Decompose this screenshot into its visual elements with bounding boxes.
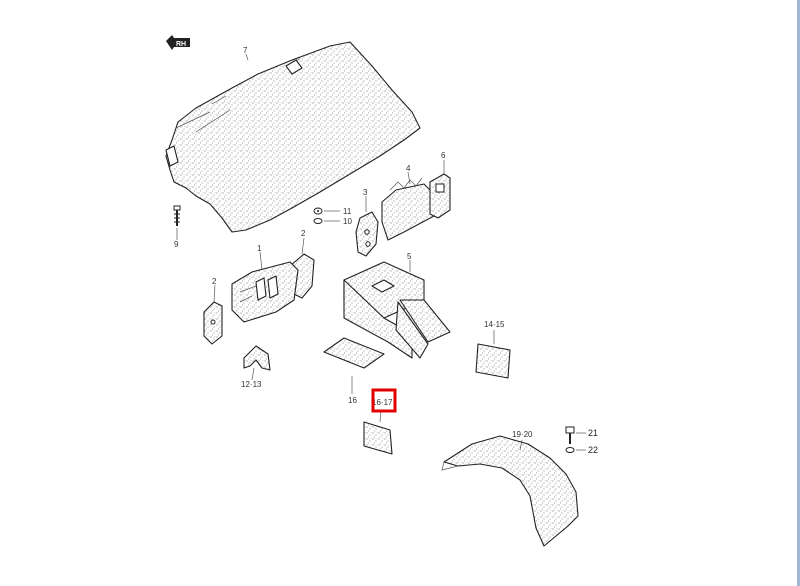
callout-6: 6 — [441, 151, 446, 160]
callout-12-13: 12·13 — [241, 380, 262, 389]
callout-16: 16 — [348, 396, 357, 405]
callout-21: 21 — [588, 428, 598, 438]
callout-10: 10 — [343, 217, 352, 226]
rh-direction-arrow-icon: RH — [166, 35, 190, 50]
part-7-floor-mat — [165, 41, 421, 233]
part-2-bracket-lower — [203, 301, 223, 345]
part-21-bolt — [565, 426, 575, 444]
part-11-washer — [313, 207, 323, 215]
rh-label: RH — [176, 41, 186, 48]
part-16-plate — [323, 337, 385, 369]
callout-11: 11 — [343, 207, 352, 216]
part-9-clip — [173, 205, 181, 226]
part-1-console-panel — [231, 261, 299, 323]
callout-4: 4 — [406, 164, 411, 173]
part-3-bracket — [355, 211, 379, 257]
part-12-13-clip — [243, 345, 271, 371]
part-19-20-fender-mat — [441, 435, 579, 547]
part-10-nut — [313, 218, 323, 224]
callout-1: 1 — [257, 244, 262, 253]
callout-14-15: 14·15 — [484, 320, 505, 329]
callout-16-17: 16·17 — [372, 398, 393, 407]
callout-3: 3 — [363, 188, 368, 197]
callout-2-upper: 2 — [301, 229, 306, 238]
callout-22: 22 — [588, 445, 598, 455]
part-5-console-box — [343, 261, 451, 359]
part-14-15-mat-square — [475, 343, 511, 379]
callout-9: 9 — [174, 240, 179, 249]
callout-5: 5 — [407, 252, 412, 261]
highlight-box[interactable] — [371, 388, 397, 413]
callout-19-20: 19·20 — [512, 430, 533, 439]
callout-7: 7 — [243, 46, 248, 55]
callout-2-lower: 2 — [212, 277, 217, 286]
part-6-side-piece — [429, 173, 451, 219]
part-16-17-mat — [363, 421, 393, 455]
part-4-trim — [381, 177, 437, 241]
part-22-washer — [565, 447, 575, 453]
